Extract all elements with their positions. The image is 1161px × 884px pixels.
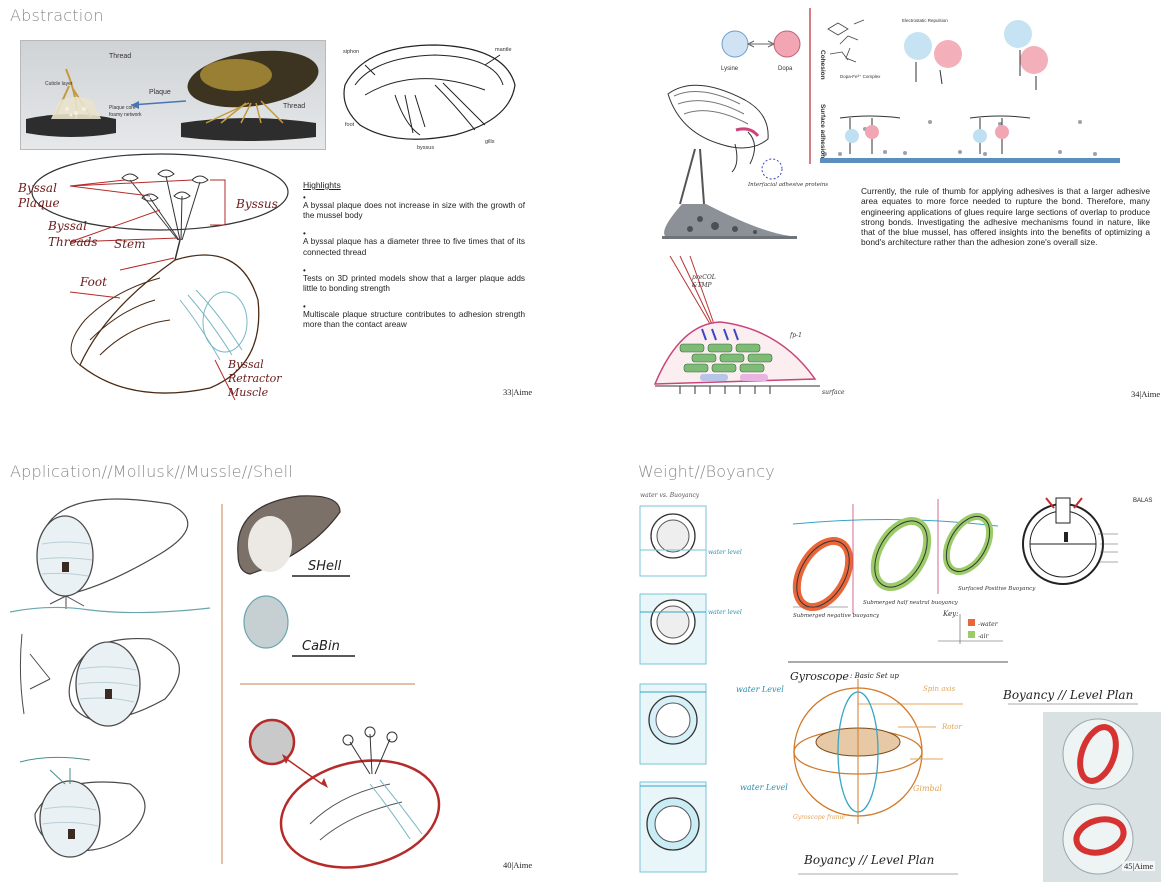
highlight-item-2: •A byssal plaque has a diameter three to…: [303, 230, 525, 257]
label-interfacial: Interfacial adhesive proteins: [747, 182, 828, 188]
label-buoyancy-level-plan-top: Boyancy // Level Plan: [1002, 688, 1133, 702]
sketch-label-byssal-plaque-2: Plaque: [17, 196, 60, 210]
byssal-sketch: Byssal Plaque Byssus Byssal Threads Stem…: [10, 150, 310, 400]
highlight-text-1: A byssal plaque does not increase in siz…: [303, 201, 525, 220]
label-rotor: Rotor: [941, 723, 963, 731]
label-key: Key:: [942, 610, 959, 618]
label-precol: preCOL: [692, 274, 716, 281]
label-gyro-frame: Gyroscope frame: [793, 814, 845, 821]
page-40[interactable]: SHell CaBin 40|Aime: [10, 484, 540, 876]
page-number-34: 34|Aime: [1131, 389, 1160, 399]
anatomy-label-byssus: byssus: [417, 145, 434, 151]
page-number-45: 45|Aime: [1122, 861, 1155, 871]
photo-label-foamy: foamy network: [109, 112, 142, 118]
label-buoyancy-level-plan-bottom: Boyancy // Level Plan: [803, 853, 934, 867]
page-45[interactable]: water vs. Buoyancy water level water lev…: [638, 484, 1161, 882]
label-surface: surface: [822, 389, 845, 396]
label-spin-axis: Spin axis: [923, 685, 956, 693]
label-key-water: -water: [978, 621, 999, 628]
label-dopa: Dopa: [778, 66, 793, 72]
sketch-label-byssal-threads-2: Threads: [48, 235, 98, 249]
anatomy-label-mantle: mantle: [495, 47, 512, 53]
mussel-photo-art: [21, 41, 325, 149]
section-title-application: Application//Mollusk//Mussle//Shell: [10, 462, 293, 481]
label-shell: SHell: [308, 559, 342, 574]
highlights-block: Highlights •A byssal plaque does not inc…: [303, 180, 525, 340]
label-water-level-3: water Level: [736, 685, 784, 694]
label-lysine: Lysine: [721, 66, 739, 72]
highlight-item-3: •Tests on 3D printed models show that a …: [303, 267, 525, 294]
highlights-title: Highlights: [303, 180, 525, 190]
highlight-item-4: •Multiscale plaque structure contributes…: [303, 303, 525, 330]
section-title-abstraction: Abstraction: [10, 6, 104, 25]
anatomy-label-gills: gills: [485, 139, 494, 145]
section-title-weight: Weight//Boyancy: [638, 462, 775, 481]
label-water-level-4: water Level: [740, 783, 788, 792]
highlight-text-2: A byssal plaque has a diameter three to …: [303, 237, 525, 256]
page-33[interactable]: Thread Cuticle layer Plaque Plaque core …: [10, 30, 540, 405]
label-tmp: &TMP: [692, 282, 712, 289]
label-dopa-complex: Dopa-Fe³⁺ Complex: [840, 74, 881, 79]
label-key-air: -air: [978, 633, 990, 640]
label-surface-adhesion: Surface adhesion: [819, 104, 826, 158]
label-water-level-2: water level: [708, 609, 742, 616]
label-gimbal: Gimbal: [913, 784, 942, 793]
page-number-33: 33|Aime: [503, 387, 532, 397]
label-surfaced: Surfaced Positive Buoyancy: [958, 586, 1036, 592]
label-water-vs-buoyancy: water vs. Buoyancy: [640, 492, 700, 499]
photo-label-thread-right: Thread: [283, 103, 305, 110]
photo-label-cuticle: Cuticle layer: [45, 81, 73, 87]
sketch-label-foot: Foot: [79, 275, 107, 289]
sketch-label-byssal-threads-1: Byssal: [47, 219, 87, 233]
label-basic-setup: : Basic Set up: [850, 672, 899, 680]
page-number-40: 40|Aime: [503, 860, 532, 870]
label-water-level-1: water level: [708, 549, 742, 556]
label-electrostatic: Electrostatic Repulsion: [902, 18, 948, 23]
sketch-label-retractor-3: Muscle: [227, 386, 269, 399]
highlight-item-1: •A byssal plaque does not increase in si…: [303, 194, 525, 221]
sketch-label-retractor-2: Retractor: [227, 372, 282, 385]
highlight-text-3: Tests on 3D printed models show that a l…: [303, 274, 525, 293]
photo-label-plaque: Plaque: [149, 89, 171, 96]
label-submerged-half: Submerged half neutral buoyancy: [863, 600, 959, 606]
buoyancy-sketches: water vs. Buoyancy water level water lev…: [638, 484, 1161, 882]
sketch-label-stem: Stem: [114, 237, 146, 251]
label-ballast: BALAS: [1133, 498, 1152, 504]
photo-label-plaque-core: Plaque core: [109, 105, 136, 111]
mussel-photo: Thread Cuticle layer Plaque Plaque core …: [20, 40, 326, 150]
anatomy-label-siphon: siphon: [343, 49, 359, 55]
photo-label-thread: Thread: [109, 53, 131, 60]
highlight-text-4: Multiscale plaque structure contributes …: [303, 310, 525, 329]
sketch-label-byssal-plaque-1: Byssal: [17, 181, 57, 195]
anatomy-label-foot: foot: [345, 122, 354, 128]
mollusk-sketches: SHell CaBin: [10, 484, 540, 876]
adhesive-paragraph: Currently, the rule of thumb for applyin…: [861, 186, 1150, 248]
label-gyroscope: Gyroscope: [790, 670, 849, 683]
label-submerged: Submerged negative buoyancy: [793, 613, 880, 619]
sketch-label-byssus: Byssus: [235, 197, 278, 211]
label-cohesion: Cohesion: [819, 50, 826, 80]
label-cabin: CaBin: [302, 639, 340, 654]
label-fp1: fp-1: [789, 332, 802, 339]
sketch-label-retractor-1: Byssal: [227, 358, 264, 371]
anatomy-drawing-art: [335, 35, 525, 155]
page-34[interactable]: Lysine Dopa Cohesion Surface adhesion Do…: [640, 4, 1161, 402]
anatomy-drawing: siphon mantle foot byssus gills: [335, 35, 525, 155]
